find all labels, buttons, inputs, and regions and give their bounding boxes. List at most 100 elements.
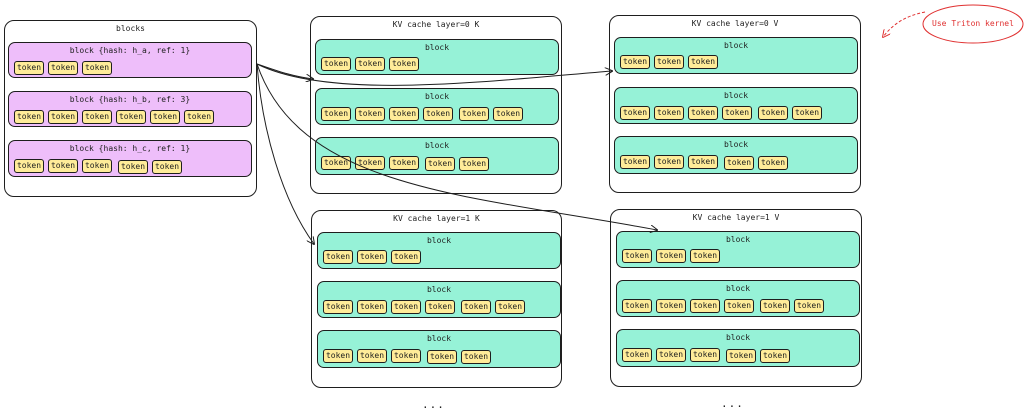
token: token: [389, 57, 419, 71]
block-label: block: [723, 140, 749, 149]
note-arrow: [883, 11, 926, 37]
block-h-b: block {hash: h_b, ref: 3} token token to…: [8, 91, 252, 127]
token: token: [391, 349, 421, 363]
token: token: [116, 110, 146, 124]
token: token: [654, 155, 684, 169]
token: token: [690, 299, 720, 313]
token: token: [48, 159, 78, 173]
block-h-c: block {hash: h_c, ref: 1} token token to…: [8, 140, 252, 177]
token: token: [654, 106, 684, 120]
kv-panel-title: KV cache layer=1 K: [393, 214, 480, 223]
ellipsis-layer-k: ...: [422, 398, 445, 411]
block-label: block: [723, 91, 749, 100]
note-text: Use Triton kernel: [932, 19, 1014, 28]
token: token: [118, 160, 148, 174]
token: token: [425, 157, 455, 171]
arrow-to-layer1-k: [256, 63, 314, 244]
token: token: [493, 107, 523, 121]
token: token: [620, 106, 650, 120]
token: token: [48, 61, 78, 75]
block-label: block {hash: h_c, ref: 1}: [69, 144, 191, 153]
triton-note: Use Triton kernel: [922, 4, 1024, 44]
token: token: [355, 107, 385, 121]
token: token: [654, 55, 684, 69]
block-label: block: [424, 141, 450, 150]
token: token: [48, 110, 78, 124]
block-label: block: [725, 284, 751, 293]
token: token: [423, 107, 453, 121]
block-label: block: [725, 333, 751, 342]
token: token: [459, 157, 489, 171]
token: token: [427, 350, 457, 364]
token: token: [758, 156, 788, 170]
block-h-a: block {hash: h_a, ref: 1} token token to…: [8, 42, 252, 78]
block-label: block: [424, 92, 450, 101]
token: token: [323, 349, 353, 363]
token: token: [656, 249, 686, 263]
arrow-to-layer0-k: [256, 63, 313, 79]
token: token: [622, 299, 652, 313]
token: token: [722, 106, 752, 120]
token: token: [321, 57, 351, 71]
token: token: [690, 249, 720, 263]
block-label: block: [424, 43, 450, 52]
kv-block: block token token token: [315, 39, 559, 75]
token: token: [82, 61, 112, 75]
block-label: block {hash: h_a, ref: 1}: [69, 46, 191, 55]
kv-block: block token token token token token toke…: [315, 88, 559, 125]
token: token: [622, 348, 652, 362]
blocks-panel: blocks block {hash: h_a, ref: 1} token t…: [4, 20, 257, 197]
kv-panel-title: KV cache layer=0 V: [691, 19, 779, 28]
token: token: [323, 300, 353, 314]
token: token: [184, 110, 214, 124]
token: token: [150, 110, 180, 124]
token: token: [794, 299, 824, 313]
block-label: block: [426, 236, 452, 245]
token: token: [82, 159, 112, 173]
token: token: [357, 300, 387, 314]
block-label: block: [723, 41, 749, 50]
token: token: [14, 110, 44, 124]
kv-block: block token token token token token: [315, 137, 559, 175]
token: token: [321, 107, 351, 121]
token: token: [688, 106, 718, 120]
token: token: [688, 55, 718, 69]
token: token: [620, 155, 650, 169]
token: token: [389, 107, 419, 121]
token: token: [690, 348, 720, 362]
token: token: [760, 299, 790, 313]
kv-block: block token token token: [317, 232, 561, 269]
kv-block: block token token token token token toke…: [614, 87, 858, 124]
block-label: block {hash: h_b, ref: 3}: [69, 95, 191, 104]
kv-cache-panel-layer1-v: KV cache layer=1 V block token token tok…: [610, 209, 862, 387]
token: token: [656, 348, 686, 362]
kv-block: block token token token token token: [317, 330, 561, 368]
token: token: [620, 55, 650, 69]
token: token: [724, 299, 754, 313]
token: token: [391, 300, 421, 314]
token: token: [425, 300, 455, 314]
token: token: [760, 349, 790, 363]
kv-block: block token token token: [614, 37, 858, 74]
token: token: [758, 106, 788, 120]
token: token: [724, 156, 754, 170]
kv-panel-title: KV cache layer=1 V: [692, 213, 780, 222]
kv-block: block token token token: [616, 231, 860, 268]
token: token: [323, 250, 353, 264]
ellipsis-layer-v: ...: [721, 397, 744, 410]
token: token: [792, 106, 822, 120]
kv-block: block token token token token token toke…: [317, 281, 561, 318]
token: token: [459, 107, 489, 121]
note-ellipse: [922, 4, 1024, 44]
token: token: [391, 250, 421, 264]
kv-block: block token token token token token toke…: [616, 280, 860, 317]
token: token: [622, 249, 652, 263]
token: token: [461, 300, 491, 314]
token: token: [389, 156, 419, 170]
kv-cache-panel-layer0-v: KV cache layer=0 V block token token tok…: [609, 15, 861, 193]
token: token: [355, 156, 385, 170]
token: token: [726, 349, 756, 363]
kv-cache-panel-layer1-k: KV cache layer=1 K block token token tok…: [311, 210, 562, 388]
token: token: [357, 250, 387, 264]
token: token: [656, 299, 686, 313]
